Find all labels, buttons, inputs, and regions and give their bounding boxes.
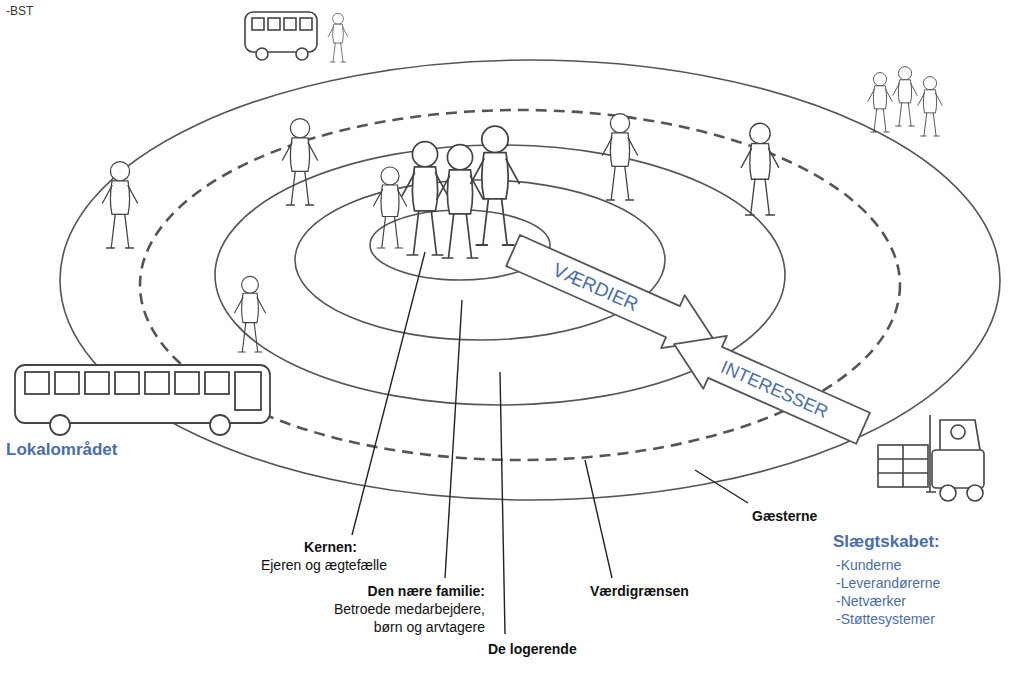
leader-lines	[352, 252, 748, 634]
family-ring	[295, 180, 665, 340]
rings	[60, 60, 1000, 500]
person-figure	[235, 276, 266, 352]
forklift	[878, 415, 984, 501]
ring-heading: Værdigrænsen	[590, 582, 689, 600]
ring-heading: Den nære familie:	[368, 582, 485, 600]
leader-line	[695, 470, 748, 503]
list-item: -Kunderne	[836, 556, 901, 574]
credit-label: -BST	[6, 2, 33, 20]
ring-heading: Kernen:	[304, 538, 357, 556]
list-item: -Leverandørerne	[836, 574, 940, 592]
leader-line	[352, 252, 425, 535]
people	[102, 13, 942, 352]
person-figure	[471, 126, 519, 245]
list-item: -Netværker	[836, 592, 906, 610]
person-figure	[868, 73, 892, 132]
person-figure	[328, 13, 348, 62]
ring-description: Betroede medarbejdere, børn og arvtagere	[310, 600, 485, 636]
person-figure	[602, 114, 637, 200]
bus	[15, 365, 270, 435]
area-label: Lokalområdet	[6, 440, 117, 460]
big-arrows	[493, 224, 883, 455]
leader-line	[500, 372, 505, 634]
value-boundary	[140, 110, 900, 460]
person-figure	[741, 123, 778, 215]
ring-heading: Gæsterne	[752, 507, 817, 525]
arrow-label: VÆRDIER	[550, 259, 642, 316]
leader-line	[585, 460, 612, 578]
interests-arrow	[662, 318, 875, 455]
group-heading: Slægtskabet:	[833, 532, 940, 552]
person-figure	[102, 162, 137, 248]
person-figure	[374, 167, 407, 248]
person-figure	[402, 142, 448, 255]
outer-ring	[60, 60, 1000, 500]
ring-heading: De logerende	[488, 640, 577, 658]
arrow-label: INTERESSER	[718, 356, 832, 423]
person-figure	[918, 77, 942, 136]
person-figure	[282, 119, 317, 205]
ring-description: Ejeren og ægtefælle	[261, 556, 387, 574]
person-figure	[437, 145, 483, 258]
small-bus	[245, 12, 317, 60]
list-item: -Støttesystemer	[836, 610, 935, 628]
person-figure	[893, 67, 917, 126]
leader-line	[445, 300, 462, 578]
